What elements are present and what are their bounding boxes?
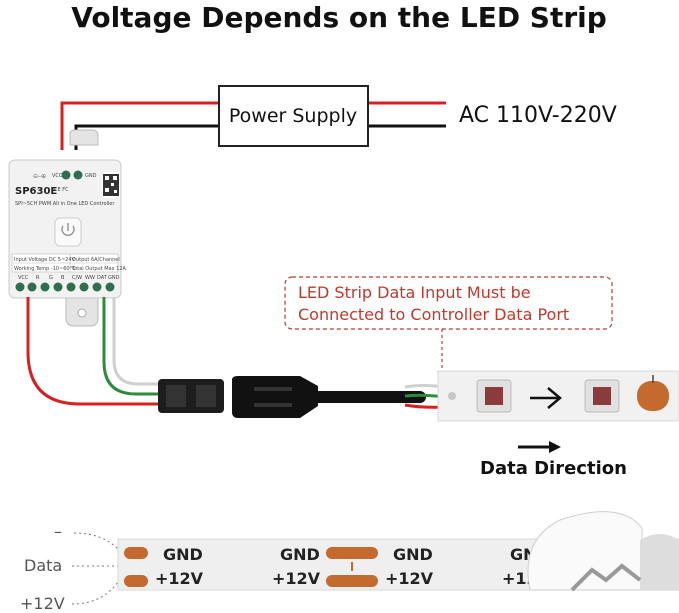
led-chip [476, 379, 512, 413]
pad-gnd: GND [393, 545, 433, 564]
vcc-top-terminal [61, 170, 71, 180]
controller-top-tab [69, 129, 99, 146]
note-box [284, 276, 613, 330]
controller-model: SP630E [15, 186, 57, 197]
pad-12v: +12V [155, 569, 204, 588]
controller-subtitle: SPI~5CH PWM All in One LED Controller [15, 201, 115, 207]
note-line-1: LED Strip Data Input Must be [298, 283, 531, 302]
copper-pad [124, 547, 148, 559]
spec-total-output: Total Output Max 12A [71, 266, 127, 272]
male-connector [158, 379, 224, 413]
top-terminal-vcc: VCC [52, 173, 63, 179]
power-button[interactable] [54, 217, 82, 247]
strip-arrow-icon [530, 387, 562, 409]
terminal-label: C/W [72, 275, 82, 281]
gnd-top-terminal [73, 170, 83, 180]
copper-pad [124, 575, 148, 587]
data-label: Data [24, 556, 62, 575]
spec-working-temp: Working Temp -10~60°C [14, 266, 76, 272]
led-strip-lower: GND GND GND GND +12V +12V +12V +12V [117, 511, 679, 592]
terminal-label: DAT [97, 275, 108, 281]
data-direction-label: Data Direction [480, 458, 627, 479]
top-terminal-gnd: GND [85, 173, 97, 179]
plus-label: +12V [20, 594, 65, 613]
minus-leader [73, 532, 119, 550]
red-output-wire [26, 297, 160, 406]
pad-gnd: GND [163, 545, 203, 564]
terminal-label: VCC [18, 275, 29, 281]
red-power-wire [60, 101, 219, 150]
certification-marks: CE FC [54, 187, 69, 193]
terminal-label: G [49, 275, 53, 281]
plus-leader [71, 581, 119, 605]
terminal-label: B [61, 275, 65, 281]
terminal-label: WW [85, 275, 95, 281]
cut-pad [637, 381, 669, 411]
led-strip-upper [437, 370, 679, 422]
power-supply-box: Power Supply [218, 85, 369, 147]
pad-12v: +12V [385, 569, 434, 588]
diagram-title: Voltage Depends on the LED Strip [71, 1, 607, 34]
spec-output: Output 6A/Channel [72, 257, 120, 263]
minus-label: – [54, 522, 62, 541]
led-chip [584, 379, 620, 413]
terminal-label: R [36, 275, 40, 281]
pad-12v: +12V [272, 569, 321, 588]
power-supply-label: Power Supply [229, 105, 357, 127]
adhesive-roll-icon [640, 534, 679, 590]
female-connector [232, 376, 318, 418]
white-output-wire [112, 297, 160, 386]
power-icon [61, 223, 75, 236]
pad-gnd: GND [280, 545, 320, 564]
note-line-2: Connected to Controller Data Port [298, 305, 569, 324]
copper-pad [326, 575, 378, 587]
spec-input-voltage: Input Voltage DC 5~24V [14, 257, 76, 263]
terminal-label: GND [108, 275, 120, 281]
bottom-terminals [15, 282, 115, 292]
copper-pad [326, 547, 378, 559]
dc-symbol-icon: ⊖–⊕ [33, 173, 46, 180]
green-output-wire [102, 297, 160, 396]
ac-input-label: AC 110V-220V [459, 103, 617, 128]
qr-code-icon [102, 172, 120, 198]
controller: VCC GND ⊖–⊕ SP630E CE FC SPI~5CH PWM All… [8, 129, 127, 327]
